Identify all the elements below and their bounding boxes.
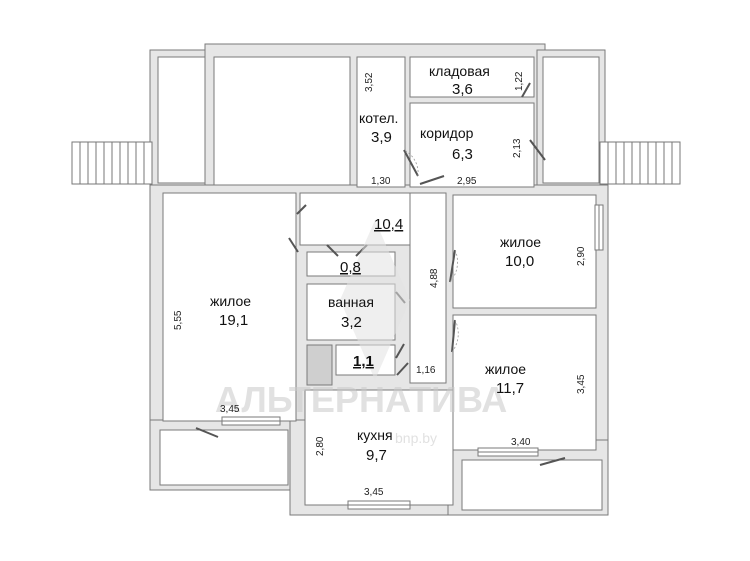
hall-room-lower — [409, 192, 447, 384]
living3-area: 11,7 — [496, 380, 524, 397]
dim-122: 1,22 — [514, 71, 525, 91]
kitchen-area: 9,7 — [366, 447, 387, 464]
stairs-right — [599, 141, 681, 185]
dim-280: 2,80 — [315, 436, 326, 456]
storage-room[interactable] — [409, 56, 535, 98]
closet-area: 0,8 — [340, 259, 361, 276]
terrace-right — [542, 56, 600, 184]
upper-room — [213, 56, 351, 186]
dim-488: 4,88 — [429, 268, 440, 288]
living-room-3[interactable] — [452, 314, 597, 451]
corridor-area: 6,3 — [452, 146, 473, 163]
living3-name: жилое — [485, 361, 526, 377]
watermark: АЛЬТЕРНАТИВА bnp.by — [215, 220, 507, 446]
dim-340: 3,40 — [511, 437, 531, 448]
dim-130: 1,30 — [371, 176, 391, 187]
dim-295: 2,95 — [457, 176, 477, 187]
windows — [221, 204, 604, 510]
watermark-brand: АЛЬТЕРНАТИВА — [215, 379, 507, 420]
shaft — [306, 344, 333, 386]
kitchen-room[interactable] — [304, 389, 454, 506]
balcony-left — [159, 429, 289, 486]
living2-area: 10,0 — [505, 253, 534, 270]
terrace-left — [157, 56, 206, 184]
storage-name: кладовая — [429, 63, 490, 79]
stairs-left — [71, 141, 153, 185]
bathroom-area: 3,2 — [341, 314, 362, 331]
boiler-area: 3,9 — [371, 129, 392, 146]
balcony-right — [461, 459, 603, 511]
wc-area: 1,1 — [353, 353, 374, 370]
living-room-1[interactable] — [162, 192, 297, 422]
boiler-name: котел. — [359, 110, 398, 126]
living-room-2[interactable] — [452, 194, 597, 309]
storage-area: 3,6 — [452, 81, 473, 98]
dim-345-right: 3,45 — [576, 374, 587, 394]
dim-352: 3,52 — [364, 72, 375, 92]
boiler-room[interactable] — [356, 56, 406, 188]
living1-area: 19,1 — [219, 312, 248, 329]
dim-345-left: 3,45 — [220, 404, 240, 415]
dim-555: 5,55 — [173, 310, 184, 330]
living1-name: жилое — [210, 293, 251, 309]
corridor-name: коридор — [420, 125, 474, 141]
watermark-site: bnp.by — [395, 430, 437, 446]
hall-area: 10,4 — [374, 216, 403, 233]
dim-345-kitchen: 3,45 — [364, 487, 384, 498]
corridor-room[interactable] — [409, 102, 535, 188]
kitchen-name: кухня — [357, 427, 393, 443]
dim-116: 1,16 — [416, 365, 436, 376]
dim-213: 2,13 — [512, 138, 523, 158]
dim-290: 2,90 — [576, 246, 587, 266]
bathroom-name: ванная — [328, 294, 374, 310]
living2-name: жилое — [500, 234, 541, 250]
